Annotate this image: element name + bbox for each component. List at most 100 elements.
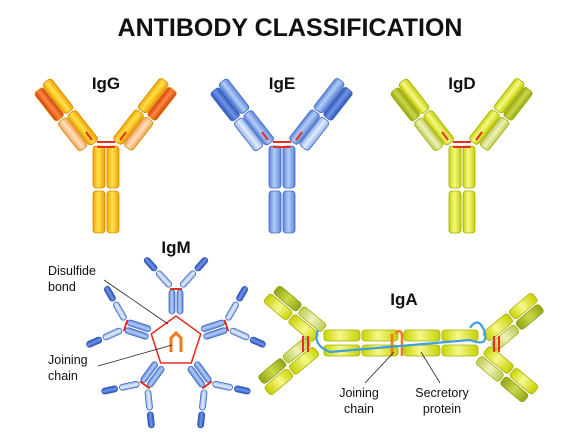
iga-arm-heavy-inner [289,346,320,375]
igm-disulfide-label-line2: bond [48,280,76,294]
igm-monomer-arm [143,257,173,288]
ige-antibody-heavy-stem-left-upper [268,145,282,189]
igd-antibody-arm-disulfide-bonds [441,131,483,141]
ige-antibody-heavy-stem-right-lower [282,190,296,234]
ige-antibody-left-arm [210,78,274,152]
iga-left-heavy-upper-a [323,329,361,342]
iga-arm-heavy-inner [483,346,514,374]
igm-disulfide-leader [103,279,169,325]
iga-right-disulfide-bonds [493,336,500,352]
igd-antibody-heavy-stem-right-lower [462,190,476,234]
iga-right-arm [482,293,544,351]
igm-arm-outer [143,257,158,272]
igm-arm-inner [119,380,140,391]
ige-label: IgE [269,74,295,93]
iga-left-arm [263,285,327,342]
igm-joining-label-line1: Joining [48,353,88,367]
iga-right-arm [475,346,539,403]
igm-monomer-2 [200,286,266,348]
igg-antibody-arm-heavy-outer [42,78,74,114]
igm-arm-outer [86,336,103,348]
igd-antibody-left-arm [390,78,454,152]
iga-joining-chain [390,329,404,356]
igm-monomer-arm [101,380,140,395]
igd-antibody-disulfide-bonds [453,141,471,148]
iga-right-heavy-lower-b [441,344,479,357]
igd-antibody-arm-heavy-outer [493,78,525,114]
iga-label: IgA [390,290,417,309]
igm-monomer-arm [179,257,209,288]
igm-monomer-stem-right [176,289,184,315]
igg-antibody-heavy-stem-left-lower [92,190,106,234]
ige-antibody-arm-disulfide-bonds [261,131,303,141]
igm-arm-outer [194,257,209,272]
iga-arm-light-inner [475,356,504,382]
igg-label: IgG [92,74,120,93]
igm-monomer-4 [101,361,165,429]
igm-arm-inner [179,270,197,288]
iga-arm-light-inner [298,306,327,332]
igm-disulfide-label-line1: Disulfide [48,264,96,278]
igm-monomer-arm [103,286,127,321]
igg-antibody-disulfide-bonds [97,141,115,148]
igm-monomer-arm [212,380,251,395]
igd-antibody-arm-light-outer [503,87,533,121]
ige-antibody-right-arm [289,78,353,151]
igm-arm-inner [155,270,173,288]
ige-antibody-heavy-stem-left-lower [268,190,282,234]
iga-secretory-label-line2: protein [423,402,461,416]
igm-arm-outer [249,336,266,348]
iga-joining-label-line1: Joining [339,386,379,400]
iga-left-arm [258,337,320,395]
igm-arm-outer [103,286,116,302]
igg-antibody-heavy-stem-right-lower [106,190,120,234]
igm-monomer-bond [139,380,151,390]
igm-monomer-3 [187,361,251,429]
igm-monomer-5 [86,286,152,348]
igm-joining-label-line2: chain [48,369,78,383]
igg-antibody-arm-disulfide-bonds [85,131,127,141]
iga-left-heavy-upper-b [361,329,399,342]
igm-pentamer [86,257,266,429]
igm-arm-outer [236,286,249,302]
ige-antibody [210,78,353,234]
ige-antibody-arm-light-inner [234,117,264,152]
figure-title: ANTIBODY CLASSIFICATION [118,14,463,42]
igd-antibody-heavy-stem-right-upper [462,145,476,189]
igg-antibody-arm-light-inner [58,117,88,152]
ige-antibody-disulfide-bonds [273,141,291,148]
iga-arm-heavy-outer [263,293,293,320]
igm-arm-inner [102,327,123,341]
iga-arm-light-outer [515,304,544,330]
igg-antibody [34,78,177,234]
igm-joining-leader [97,344,173,367]
iga-dimer [258,285,544,403]
ige-antibody-arm-light-outer [323,87,353,121]
iga-arm-light-outer [273,285,302,312]
ige-antibody-arm-heavy-outer [218,78,250,114]
igg-antibody-arm-light-inner [124,116,154,151]
igm-monomer-bond [201,380,213,390]
iga-right-heavy-upper-b [441,329,479,342]
igm-monomer-stem-right [187,366,205,388]
igd-antibody-arm-light-inner [480,116,510,151]
igg-antibody-heavy-stem-left-upper [92,145,106,189]
igd-antibody-arm-heavy-outer [398,78,430,114]
iga-joining-label-line2: chain [344,402,374,416]
igd-antibody [390,78,533,234]
igm-monomer-arm [144,389,155,429]
igd-antibody-heavy-stem-left-lower [448,190,462,234]
igd-label: IgD [448,74,475,93]
igm-arm-inner [225,301,240,321]
igd-antibody-arm-light-inner [414,117,444,152]
igm-arm-inner [212,380,233,391]
igm-arm-outer [197,411,206,429]
igg-antibody-arm-light-outer [147,87,177,121]
igm-arm-inner [144,389,153,411]
ige-antibody-arm-heavy-outer [313,78,345,114]
igm-arm-outer [233,385,251,395]
ige-antibody-arm-heavy-inner [289,109,320,145]
igm-arm-inner [229,327,250,341]
